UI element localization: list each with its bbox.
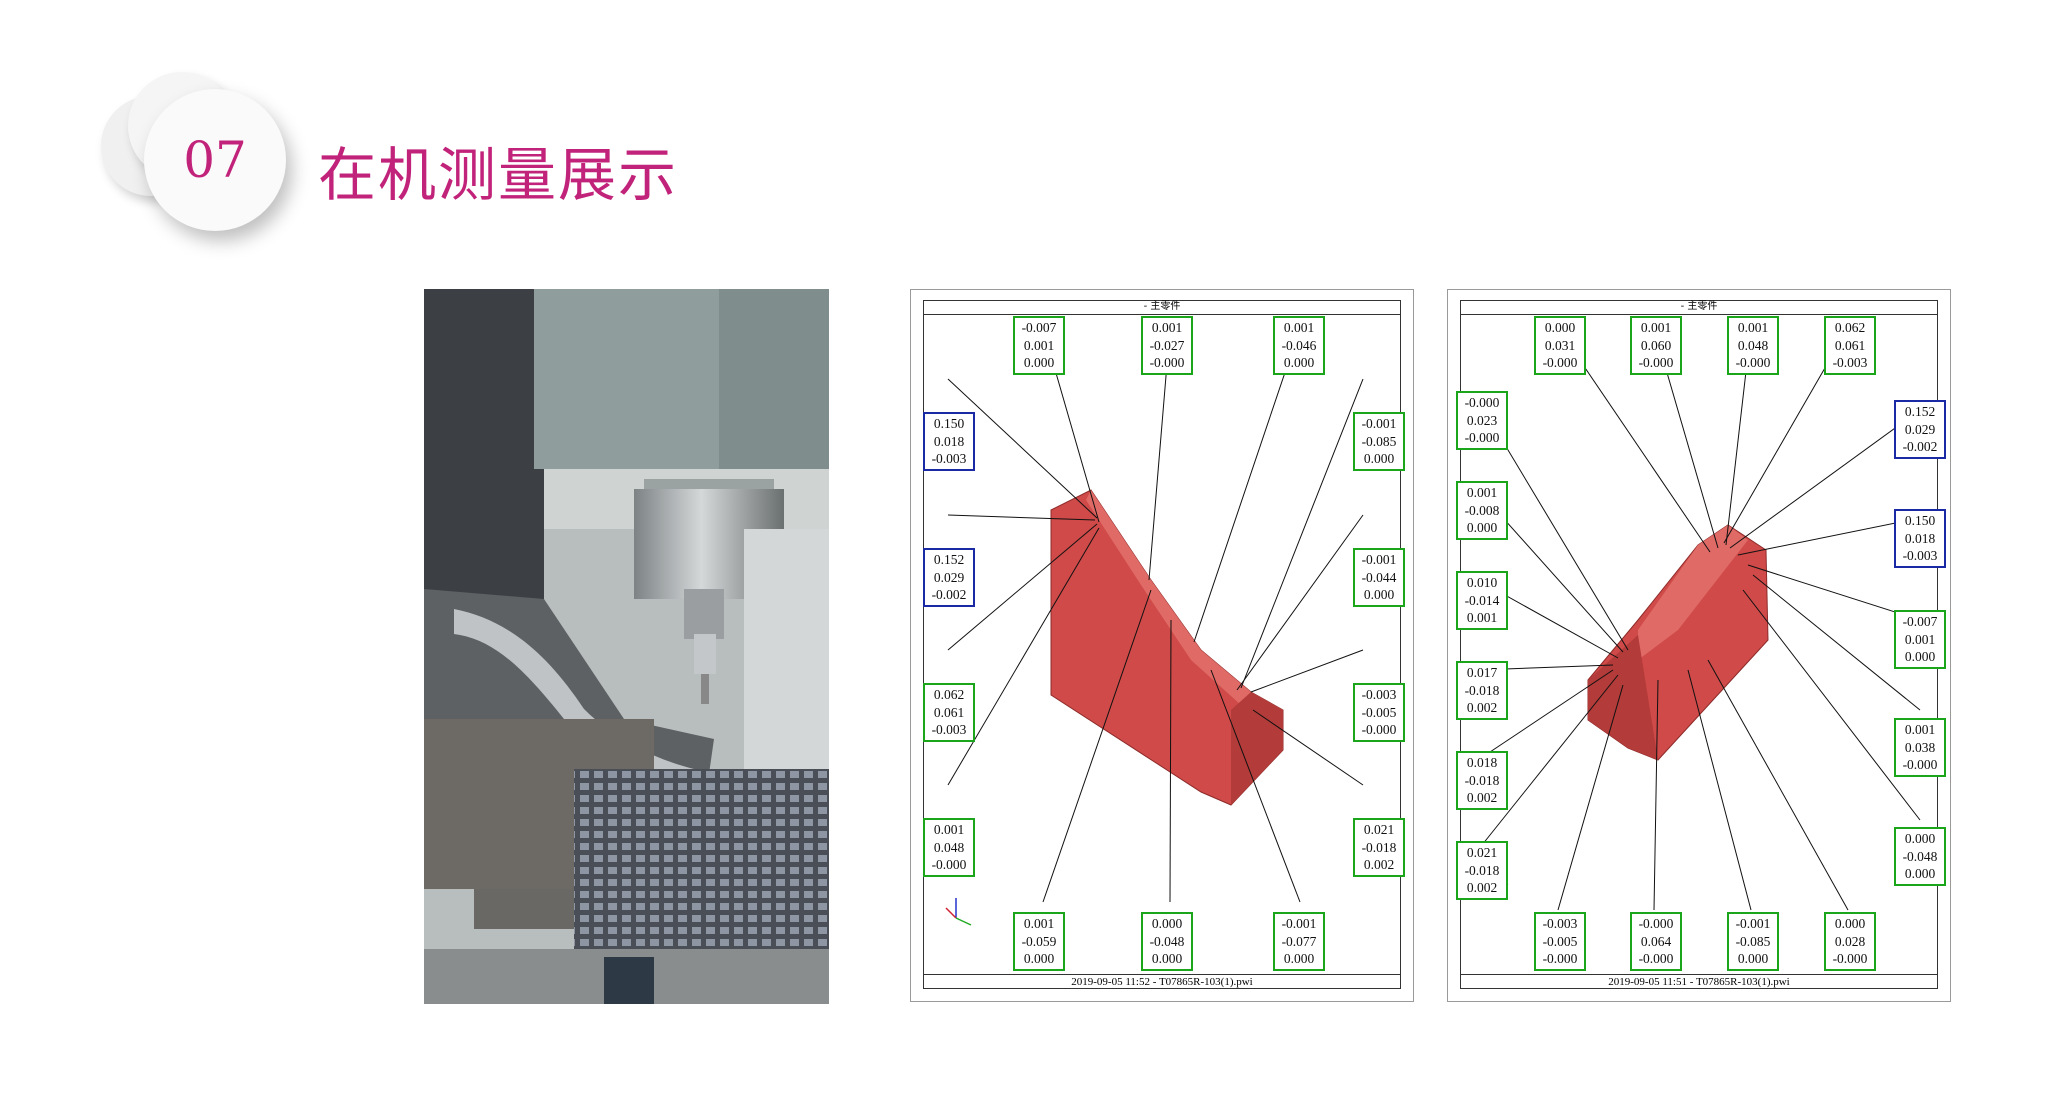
page-title: 在机测量展示 — [318, 141, 679, 209]
report-2-drawing — [1477, 327, 1921, 911]
measurement-box: 0.001-0.027-0.000 — [1141, 316, 1193, 375]
report-footer: 2019-09-05 11:51 - T07865R-103(1).pwi — [1460, 974, 1938, 989]
machine-photo — [424, 289, 829, 1004]
measurement-box: -0.003-0.005-0.000 — [1534, 912, 1586, 971]
section-number-badge: 07 — [144, 89, 286, 231]
measurement-box: -0.003-0.005-0.000 — [1353, 683, 1405, 742]
report-1-drawing — [945, 327, 1364, 926]
report-header: - 主零件 — [1460, 300, 1938, 315]
measurement-report-2: - 主零件 — [1447, 289, 1951, 1002]
report-header: - 主零件 — [923, 300, 1401, 315]
section-number: 07 — [183, 131, 247, 189]
report-footer: 2019-09-05 11:52 - T07865R-103(1).pwi — [923, 974, 1401, 989]
report-frame — [923, 300, 1401, 989]
